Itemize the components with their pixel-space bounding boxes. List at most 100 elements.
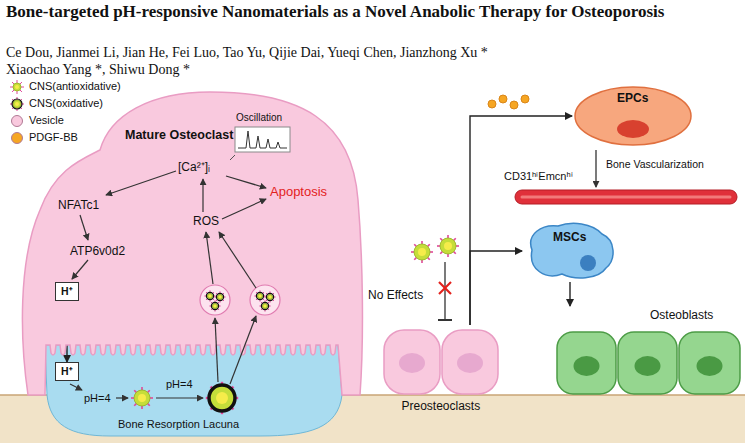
cns-spike bbox=[148, 390, 150, 392]
cns-spike bbox=[17, 80, 18, 83]
cns-oxidative bbox=[204, 290, 215, 301]
cns-antioxidative bbox=[131, 387, 153, 409]
cns-spike bbox=[414, 258, 416, 260]
node-label: Preosteoclasts bbox=[402, 399, 481, 413]
cns-spike bbox=[428, 244, 430, 246]
oxidative-ring bbox=[261, 302, 268, 309]
cns-antioxidative bbox=[411, 241, 433, 263]
resorption-lacuna bbox=[45, 345, 342, 436]
vessel-lumen bbox=[522, 196, 730, 199]
cell-nucleus bbox=[399, 353, 425, 373]
label-slot: pH=4 bbox=[166, 378, 193, 391]
cns-oxidative bbox=[10, 97, 24, 111]
label-slot: Ce Dou, Jianmei Li, Jian He, Fei Luo, Ta… bbox=[6, 44, 536, 78]
arrow-line bbox=[206, 232, 213, 284]
cns-spike bbox=[150, 397, 153, 399]
marker-label: CD31ʰⁱEmcnʰⁱ bbox=[504, 170, 573, 183]
cns-spike bbox=[12, 90, 14, 92]
cns-oxidative bbox=[259, 300, 270, 311]
blood-vessel bbox=[515, 190, 737, 204]
legend-swatch bbox=[8, 131, 26, 145]
legend-text: Vesicle bbox=[29, 114, 64, 127]
cell-nucleus bbox=[617, 120, 649, 138]
cns-spike bbox=[440, 238, 442, 240]
node-label: Osteoblasts bbox=[650, 308, 713, 322]
cns-oxidative bbox=[214, 291, 225, 302]
cns-spike bbox=[20, 82, 22, 84]
cns-oxidative bbox=[254, 290, 265, 301]
cns-spike bbox=[17, 91, 18, 94]
red-cross bbox=[439, 282, 451, 294]
legend-color-dot bbox=[12, 116, 23, 127]
legend-row: Vesicle bbox=[8, 114, 64, 128]
arrow-line bbox=[116, 397, 128, 398]
cns-spike bbox=[134, 404, 136, 406]
arrow-line bbox=[222, 199, 266, 219]
cns-spike bbox=[21, 87, 24, 88]
cns-spike bbox=[131, 397, 134, 399]
legend-row: PDGF-BB bbox=[8, 131, 78, 145]
oxidative-ring bbox=[12, 99, 22, 109]
arrow-line bbox=[219, 232, 256, 288]
note-label: No Effects bbox=[368, 288, 423, 302]
label-slot: pH=4 bbox=[84, 392, 111, 405]
legend-color-dot bbox=[12, 133, 23, 144]
label-slot: CD31ʰⁱEmcnʰⁱ bbox=[504, 170, 573, 183]
arrow-line bbox=[215, 318, 218, 382]
cns-spike bbox=[447, 254, 449, 257]
node-label: H⁺ bbox=[61, 365, 73, 378]
label-slot: Bone Vascularization bbox=[606, 158, 704, 171]
proton-box: H⁺ bbox=[55, 362, 79, 381]
connector-arrow bbox=[470, 116, 572, 325]
leader-line bbox=[230, 155, 235, 160]
pdgf-bb-dot bbox=[499, 95, 507, 103]
arrow-line bbox=[70, 384, 82, 390]
arrow-line bbox=[226, 176, 266, 188]
legend-row: CNS(oxidative) bbox=[8, 97, 103, 111]
node-label: MSCs bbox=[553, 230, 586, 244]
cns-core bbox=[262, 303, 267, 308]
signal-label: [Ca²⁺]ᵢ bbox=[178, 160, 210, 174]
cns-center bbox=[209, 295, 212, 298]
cns-center bbox=[264, 305, 267, 308]
pdgf-bb-dot bbox=[521, 95, 529, 103]
label-slot: Bone Resorption Lacuna bbox=[118, 418, 239, 431]
signal-label: ROS bbox=[193, 214, 219, 228]
legend-row: CNS(antioxidative) bbox=[8, 80, 121, 94]
legend-text: PDGF-BB bbox=[29, 131, 78, 144]
graph-label: Oscillation bbox=[236, 112, 282, 124]
label-slot: Oscillation bbox=[236, 112, 282, 124]
oxidative-ring bbox=[211, 302, 218, 309]
osteoclast-cell bbox=[22, 92, 362, 395]
cell-nucleus bbox=[697, 356, 723, 376]
cns-core bbox=[257, 293, 262, 298]
osteoblast-cell bbox=[557, 332, 616, 394]
label-slot: ROS bbox=[193, 214, 219, 228]
osteoblast-cell bbox=[618, 332, 677, 394]
legend-text: CNS(antioxidative) bbox=[29, 80, 121, 93]
legend-swatch bbox=[8, 80, 26, 94]
cns-spike bbox=[411, 251, 414, 253]
cns-spike bbox=[437, 245, 440, 247]
cns-spike bbox=[141, 406, 143, 409]
label-slot: No Effects bbox=[368, 288, 423, 302]
process-label: Bone Vascularization bbox=[606, 158, 704, 171]
cns-center bbox=[269, 296, 272, 299]
author-list: Ce Dou, Jianmei Li, Jian He, Fei Luo, Ta… bbox=[6, 44, 536, 78]
cns-spike bbox=[454, 252, 456, 254]
epc-cell bbox=[575, 87, 691, 145]
red-cross bbox=[439, 282, 451, 294]
paper-title: Bone-targeted pH-responsive Nanomaterial… bbox=[6, 2, 706, 22]
cns-spike bbox=[447, 235, 449, 238]
inhibition-line bbox=[444, 262, 445, 320]
legend-text: CNS(oxidative) bbox=[29, 97, 103, 110]
cns-center bbox=[418, 248, 426, 256]
cns-spike bbox=[134, 390, 136, 392]
node-label: EPCs bbox=[617, 91, 648, 105]
cns-core bbox=[267, 294, 272, 299]
cns-center bbox=[444, 242, 452, 250]
osteoblast-cell bbox=[679, 332, 740, 394]
cns-spike bbox=[10, 87, 13, 88]
cns-center bbox=[219, 296, 222, 299]
pdgf-bb-dot bbox=[510, 101, 518, 109]
